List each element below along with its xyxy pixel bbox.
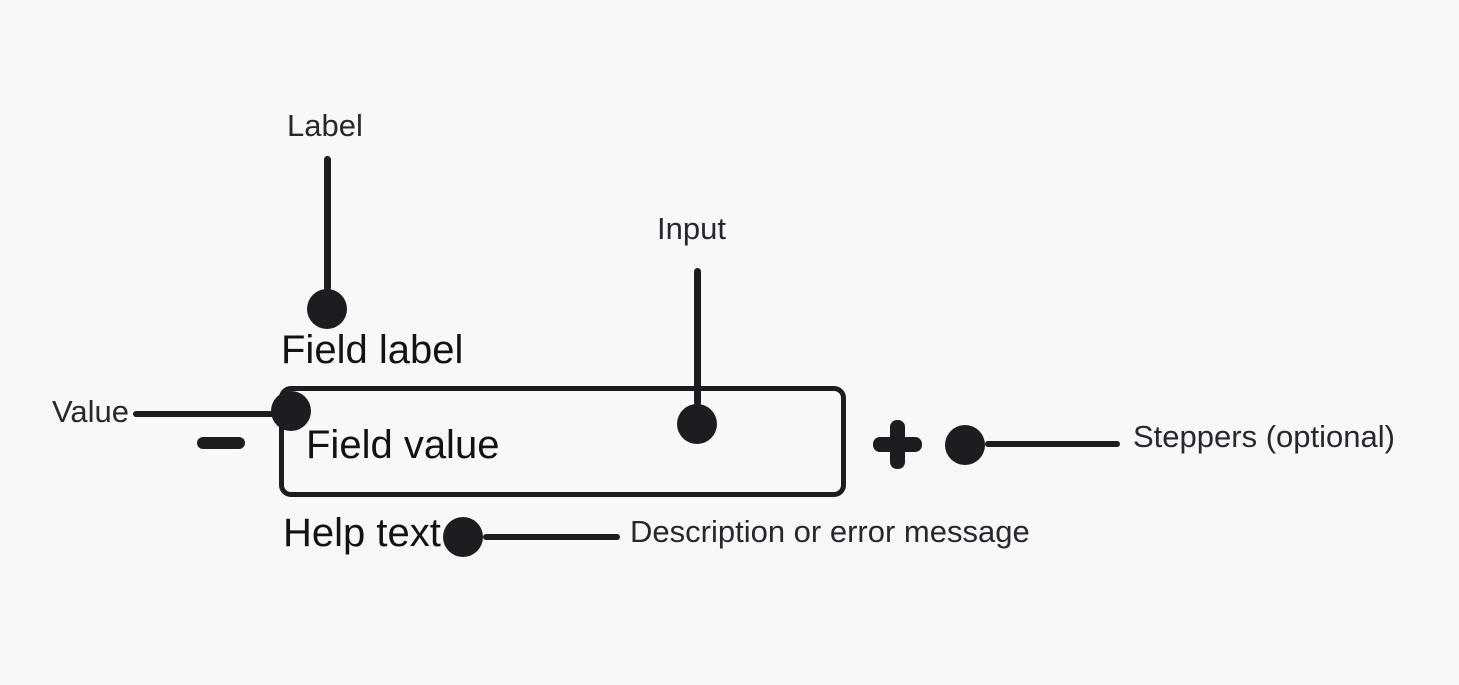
annotation-input: Input bbox=[657, 211, 726, 246]
anchor-dot-help bbox=[443, 517, 483, 557]
anchor-dot-input bbox=[677, 404, 717, 444]
help-text: Help text bbox=[283, 511, 441, 555]
leader-line-help bbox=[483, 534, 620, 540]
anchor-dot-steppers bbox=[945, 425, 985, 465]
annotation-value: Value bbox=[52, 394, 129, 429]
leader-line-label bbox=[324, 156, 331, 291]
leader-line-input bbox=[694, 268, 701, 406]
field-label: Field label bbox=[281, 328, 464, 372]
anchor-dot-label bbox=[307, 289, 347, 329]
annotation-description: Description or error message bbox=[630, 514, 1030, 549]
leader-line-steppers bbox=[985, 441, 1120, 447]
minus-icon[interactable] bbox=[197, 437, 245, 449]
plus-icon-vertical-bar bbox=[890, 420, 905, 469]
annotation-steppers: Steppers (optional) bbox=[1133, 419, 1395, 454]
leader-line-value bbox=[133, 411, 288, 417]
anchor-dot-value bbox=[271, 391, 311, 431]
annotation-label: Label bbox=[287, 108, 363, 143]
plus-icon[interactable] bbox=[873, 420, 922, 469]
input-value-text: Field value bbox=[306, 423, 500, 467]
number-input-field[interactable] bbox=[279, 386, 846, 497]
